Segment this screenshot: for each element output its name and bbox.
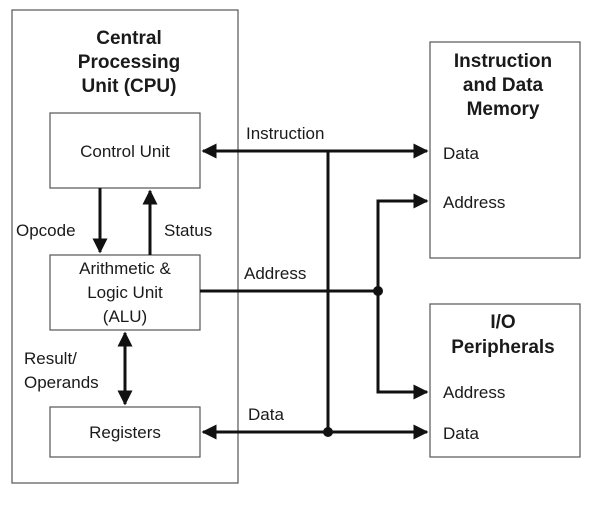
io-address-arrow: [376, 291, 429, 400]
registers-label: Registers: [89, 423, 161, 442]
alu-box: [49, 254, 201, 331]
io-title-line-1: I/O: [490, 312, 515, 333]
status-label: Status: [164, 221, 212, 240]
alu-label-line-3: (ALU): [103, 307, 147, 326]
alu-label-line-1: Arithmetic &: [79, 259, 171, 278]
control-unit-label: Control Unit: [80, 142, 170, 161]
alu-label-line-2: Logic Unit: [87, 283, 163, 302]
io-title-line-2: Peripherals: [451, 337, 555, 358]
control-unit-box: [49, 112, 201, 189]
result-label-line-2: Operands: [24, 373, 99, 392]
memory-title-line-3: Memory: [467, 99, 540, 120]
cpu-title-line-1: Central: [96, 28, 161, 49]
cpu-title-line-3: Unit (CPU): [82, 76, 177, 97]
io-box: [429, 303, 581, 458]
memory-box: [429, 41, 581, 259]
opcode-label: Opcode: [16, 221, 76, 240]
io-address-port-label: Address: [443, 383, 505, 402]
memory-title-line-1: Instruction: [454, 51, 552, 72]
memory-data-port-label: Data: [443, 144, 479, 163]
result-label-line-1: Result/: [24, 349, 77, 368]
cpu-title-line-2: Processing: [78, 52, 180, 73]
instruction-bus-label: Instruction: [246, 124, 324, 143]
registers-box: [49, 406, 201, 458]
memory-address-port-label: Address: [443, 193, 505, 212]
memory-title-line-2: and Data: [463, 75, 544, 96]
address-bus-label: Address: [244, 264, 306, 283]
data-bus-label: Data: [248, 405, 284, 424]
memory-address-arrow: [376, 193, 429, 291]
io-data-port-label: Data: [443, 424, 479, 443]
